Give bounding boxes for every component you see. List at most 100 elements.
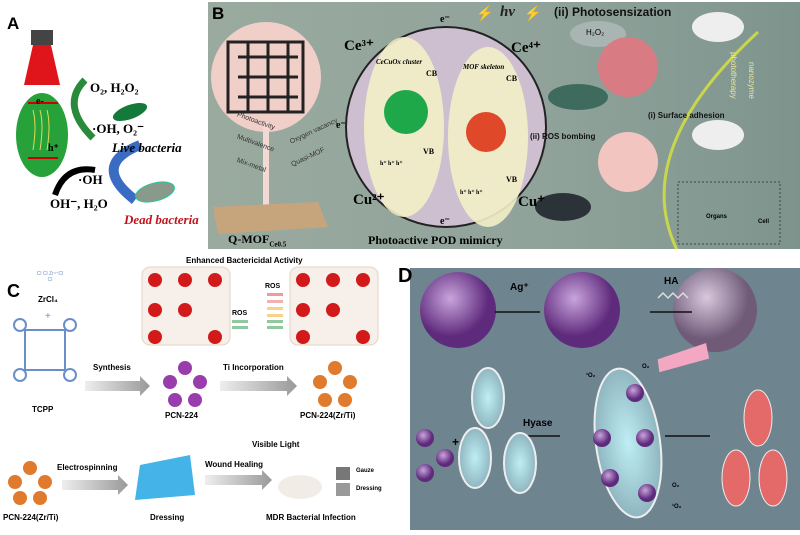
- mdr-label: MDR Bacterial Infection: [266, 513, 356, 522]
- holes-label: h⁺ h⁺ h⁺: [380, 161, 403, 167]
- dressing-label: Dressing: [150, 513, 185, 522]
- cluster-smiley: [384, 90, 428, 134]
- ros-label: ROS: [265, 283, 281, 290]
- live-bacteria-label: Live bacteria: [112, 140, 182, 155]
- ros-label: ·OH, O₂⁻: [92, 121, 144, 136]
- cell-label: Cell: [758, 219, 770, 225]
- plus-sign: +: [45, 311, 51, 322]
- ros-bombing-label: (ii) ROS bombing: [530, 132, 596, 141]
- laser-beam: [657, 343, 710, 373]
- electron-left: e⁻: [336, 120, 346, 131]
- ha-label: HA: [664, 276, 679, 287]
- h2o2-bubble: [570, 21, 626, 47]
- reduction-arrow: [70, 77, 96, 141]
- gauze-photo: [336, 467, 350, 480]
- dressing-photo: [336, 483, 350, 496]
- h2o2-label: H₂O₂: [586, 28, 605, 37]
- mouse-icon: [278, 475, 322, 499]
- dead-bacteria-icon: [135, 181, 175, 203]
- reactants-label: O₂, H₂O₂: [90, 80, 139, 95]
- hyase-label: Hyase: [523, 418, 553, 429]
- plus-sign: +: [452, 435, 460, 449]
- lamp-icon: [31, 30, 53, 45]
- pcn224-zrti-label: PCN-224(Zr/Ti): [300, 411, 356, 420]
- cb-label: CB: [506, 74, 518, 83]
- ag-loaded-sphere: [544, 272, 620, 348]
- mesoporous-sphere: [420, 272, 496, 348]
- mimicry-title: Photoactive POD mimicry: [368, 233, 503, 247]
- gauze-label: Gauze: [356, 468, 375, 474]
- panel-d: D Ag⁺ HA Hyase + O₂ ¹O₂ O₂ ¹O₂: [398, 265, 800, 530]
- pcn224-particles: [163, 361, 207, 407]
- qmof-sheet: [213, 202, 328, 234]
- cluster-label: CeCuOx cluster: [376, 58, 423, 66]
- bacteria-group: [458, 367, 663, 519]
- tissue-bubble: [598, 37, 658, 97]
- zr-formula: Cl Cl Zr⁴⁺Cl Cl: [36, 271, 64, 283]
- panel-a-illustration: [16, 30, 175, 204]
- panel-a: A O₂, H₂O₂ e- h⁺ ·OH, O₂⁻ Live bacteria …: [0, 0, 205, 250]
- electron-bottom: e⁻: [440, 216, 450, 227]
- organs-label: Organs: [706, 214, 728, 220]
- light-beam: [24, 45, 60, 85]
- live-bacteria-icon: [112, 102, 148, 122]
- oxidation-arrow: [52, 166, 96, 197]
- dressing-photo-label: Dressing: [356, 486, 382, 492]
- enhanced-activity-title: Enhanced Bactericidal Activity: [186, 256, 303, 265]
- cu2-label: Cu²⁺: [353, 192, 385, 208]
- lightning-icon: ⚡: [476, 5, 494, 21]
- photosensization-label: (ii) Photosensization: [554, 5, 672, 19]
- visible-light-label: Visible Light: [252, 440, 300, 449]
- panel-b: B Photoactivity Multivalence Mix-metal O…: [208, 2, 800, 249]
- skeleton-smiley: [466, 112, 506, 152]
- tcpp-molecule: [13, 318, 77, 382]
- tcpp-label: TCPP: [32, 405, 54, 414]
- vb-label: VB: [423, 147, 435, 156]
- wound-healing-arrow: [205, 470, 272, 490]
- panel-label: C: [7, 281, 20, 301]
- nanozyme-label: nanozyme: [747, 62, 756, 99]
- bacteria-icon: [548, 84, 608, 110]
- phototherapy-label: phototherapy: [729, 52, 738, 99]
- o2-label: O₂: [672, 483, 680, 489]
- ha-chain-icon: [657, 291, 689, 300]
- hole-label: h⁺: [48, 143, 59, 154]
- o2-label: O₂: [642, 364, 650, 370]
- wound-healing-label: Wound Healing: [205, 460, 264, 469]
- surface-adhesion-label: (i) Surface adhesion: [648, 111, 725, 120]
- panel-d-illustration: [416, 268, 788, 519]
- nanoparticles: [416, 384, 656, 502]
- cb-label: CB: [426, 69, 438, 78]
- mouse-icon: [692, 12, 744, 42]
- pcn224-zrti-particles: [8, 361, 357, 505]
- panel-label: D: [398, 265, 413, 287]
- ag-label: Ag⁺: [510, 282, 529, 293]
- dead-bacteria-group: [721, 389, 788, 507]
- hv-label: hv: [500, 4, 515, 20]
- dead-bacteria-label: Dead bacteria: [124, 212, 199, 227]
- vb-label: VB: [506, 175, 518, 184]
- ti-incorporation-arrow: [220, 376, 297, 396]
- synthesis-label: Synthesis: [93, 363, 131, 372]
- zrcl4-label: ZrCl₄: [38, 295, 58, 304]
- electrospinning-label: Electrospinning: [57, 463, 118, 472]
- panel-c-illustration: [8, 266, 379, 505]
- qmof-label: Q-MOFCe0.5: [228, 232, 287, 249]
- panel-c: C Cl Cl Zr⁴⁺Cl Cl ZrCl₄ + TCPP Enhanced …: [0, 255, 395, 535]
- holes-label: h⁺ h⁺ h⁺: [460, 190, 483, 196]
- pcn224-label: PCN-224: [165, 411, 198, 420]
- panel-b-illustration: [211, 12, 781, 249]
- organs-box: [677, 181, 781, 245]
- ha-coated-sphere: [673, 268, 757, 352]
- synthesis-arrow: [85, 376, 150, 396]
- kill-arrow: [108, 140, 142, 204]
- hydroxide-label: OH⁻, H₂O: [50, 196, 108, 211]
- ce4-label: Ce⁴⁺: [511, 40, 541, 56]
- electrospinning-arrow: [62, 475, 128, 495]
- lightning-icon: ⚡: [524, 5, 542, 21]
- electron-label: e-: [36, 96, 44, 107]
- ros-label: ROS: [232, 310, 248, 317]
- ti-incorporation-label: Ti Incorporation: [223, 363, 284, 372]
- electron-top: e⁻: [440, 14, 450, 25]
- dressing-mesh: [135, 455, 195, 500]
